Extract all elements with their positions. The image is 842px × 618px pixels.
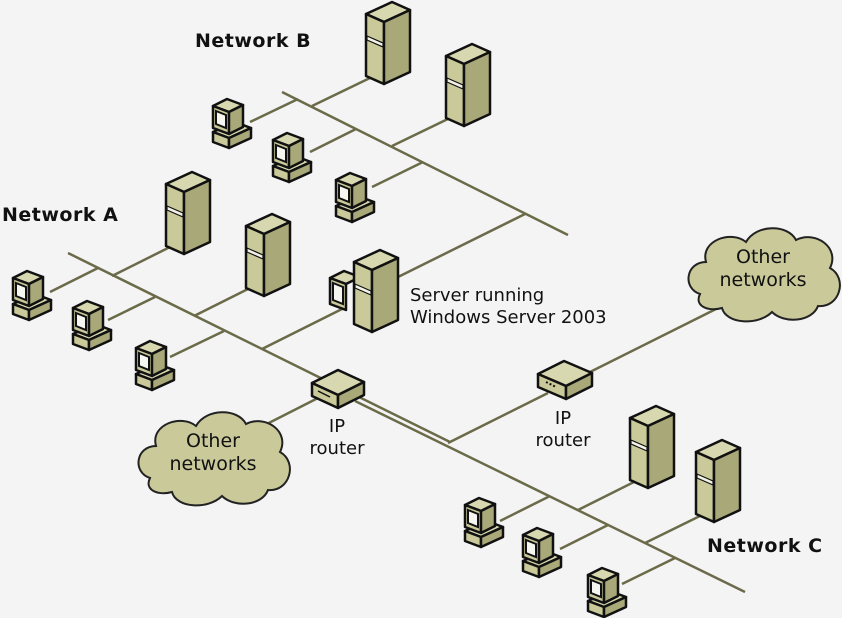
server-label-line2: Windows Server 2003: [410, 307, 607, 328]
network-a-backbone: [67, 251, 451, 444]
link-c-ws1: [499, 494, 551, 523]
router-1-icon[interactable]: [310, 368, 366, 410]
network-b-server-icon[interactable]: [444, 42, 492, 128]
network-a-label: Network A: [2, 204, 119, 226]
link-a-ws2: [107, 295, 156, 322]
cloud-right-label: Other networks: [708, 246, 818, 292]
cloud-left-label-line2: networks: [169, 453, 257, 475]
router-1-label-line1: IP: [328, 416, 346, 437]
link-c-server1: [577, 479, 637, 512]
link-b-server2: [391, 115, 453, 148]
network-b-workstation-icon[interactable]: [334, 171, 376, 224]
network-c-server-icon[interactable]: [694, 438, 742, 524]
cloud-left-label-line1: Other: [186, 430, 240, 452]
router-2-label-line2: router: [535, 430, 591, 451]
network-a-workstation-icon[interactable]: [71, 299, 113, 352]
router-1-label: IP router: [302, 416, 372, 460]
link-router2-cloud: [587, 304, 723, 375]
network-c-workstation-icon[interactable]: [521, 526, 563, 579]
network-c-workstation-icon[interactable]: [586, 566, 628, 618]
network-a-server-icon[interactable]: [244, 212, 292, 298]
network-c-server-icon[interactable]: [628, 404, 676, 490]
link-b-ws2: [309, 127, 357, 154]
network-a-workstation-icon[interactable]: [134, 339, 176, 392]
network-a-server-icon[interactable]: [164, 170, 212, 256]
network-a-workstation-icon[interactable]: [11, 269, 53, 322]
network-b-backbone: [281, 90, 569, 237]
cloud-right-label-line1: Other: [736, 246, 790, 268]
network-b-label: Network B: [195, 30, 312, 52]
link-c-ws3: [621, 556, 676, 586]
link-b-ws3: [371, 160, 424, 189]
server-label-line1: Server running: [410, 285, 545, 306]
link-router2-c: [447, 391, 549, 445]
router-2-label-line1: IP: [554, 408, 572, 429]
link-a-server2: [193, 286, 251, 318]
cloud-right[interactable]: [687, 227, 841, 323]
link-a-ws3: [169, 329, 225, 359]
link-server-a: [261, 306, 345, 351]
link-b-server1: [311, 75, 373, 108]
router-2-icon[interactable]: [536, 359, 594, 401]
cloud-left[interactable]: [137, 411, 291, 507]
windows-server-icon[interactable]: [328, 248, 400, 334]
link-b-ws1: [249, 97, 299, 124]
network-b-server-icon[interactable]: [364, 0, 412, 86]
router-1-label-line2: router: [309, 438, 365, 459]
link-server-b: [397, 212, 526, 279]
network-b-workstation-icon[interactable]: [211, 97, 253, 150]
cloud-left-label: Other networks: [158, 430, 268, 476]
server-label: Server running Windows Server 2003: [410, 285, 607, 329]
router-2-label: IP router: [528, 408, 598, 452]
network-c-workstation-icon[interactable]: [463, 496, 505, 549]
link-c-server2: [644, 513, 703, 545]
network-c-label: Network C: [707, 535, 823, 557]
cloud-right-label-line2: networks: [719, 269, 807, 291]
network-b-workstation-icon[interactable]: [271, 131, 313, 184]
link-a-server1: [111, 245, 171, 278]
link-a-ws1: [49, 266, 99, 294]
link-c-ws2: [559, 523, 609, 551]
